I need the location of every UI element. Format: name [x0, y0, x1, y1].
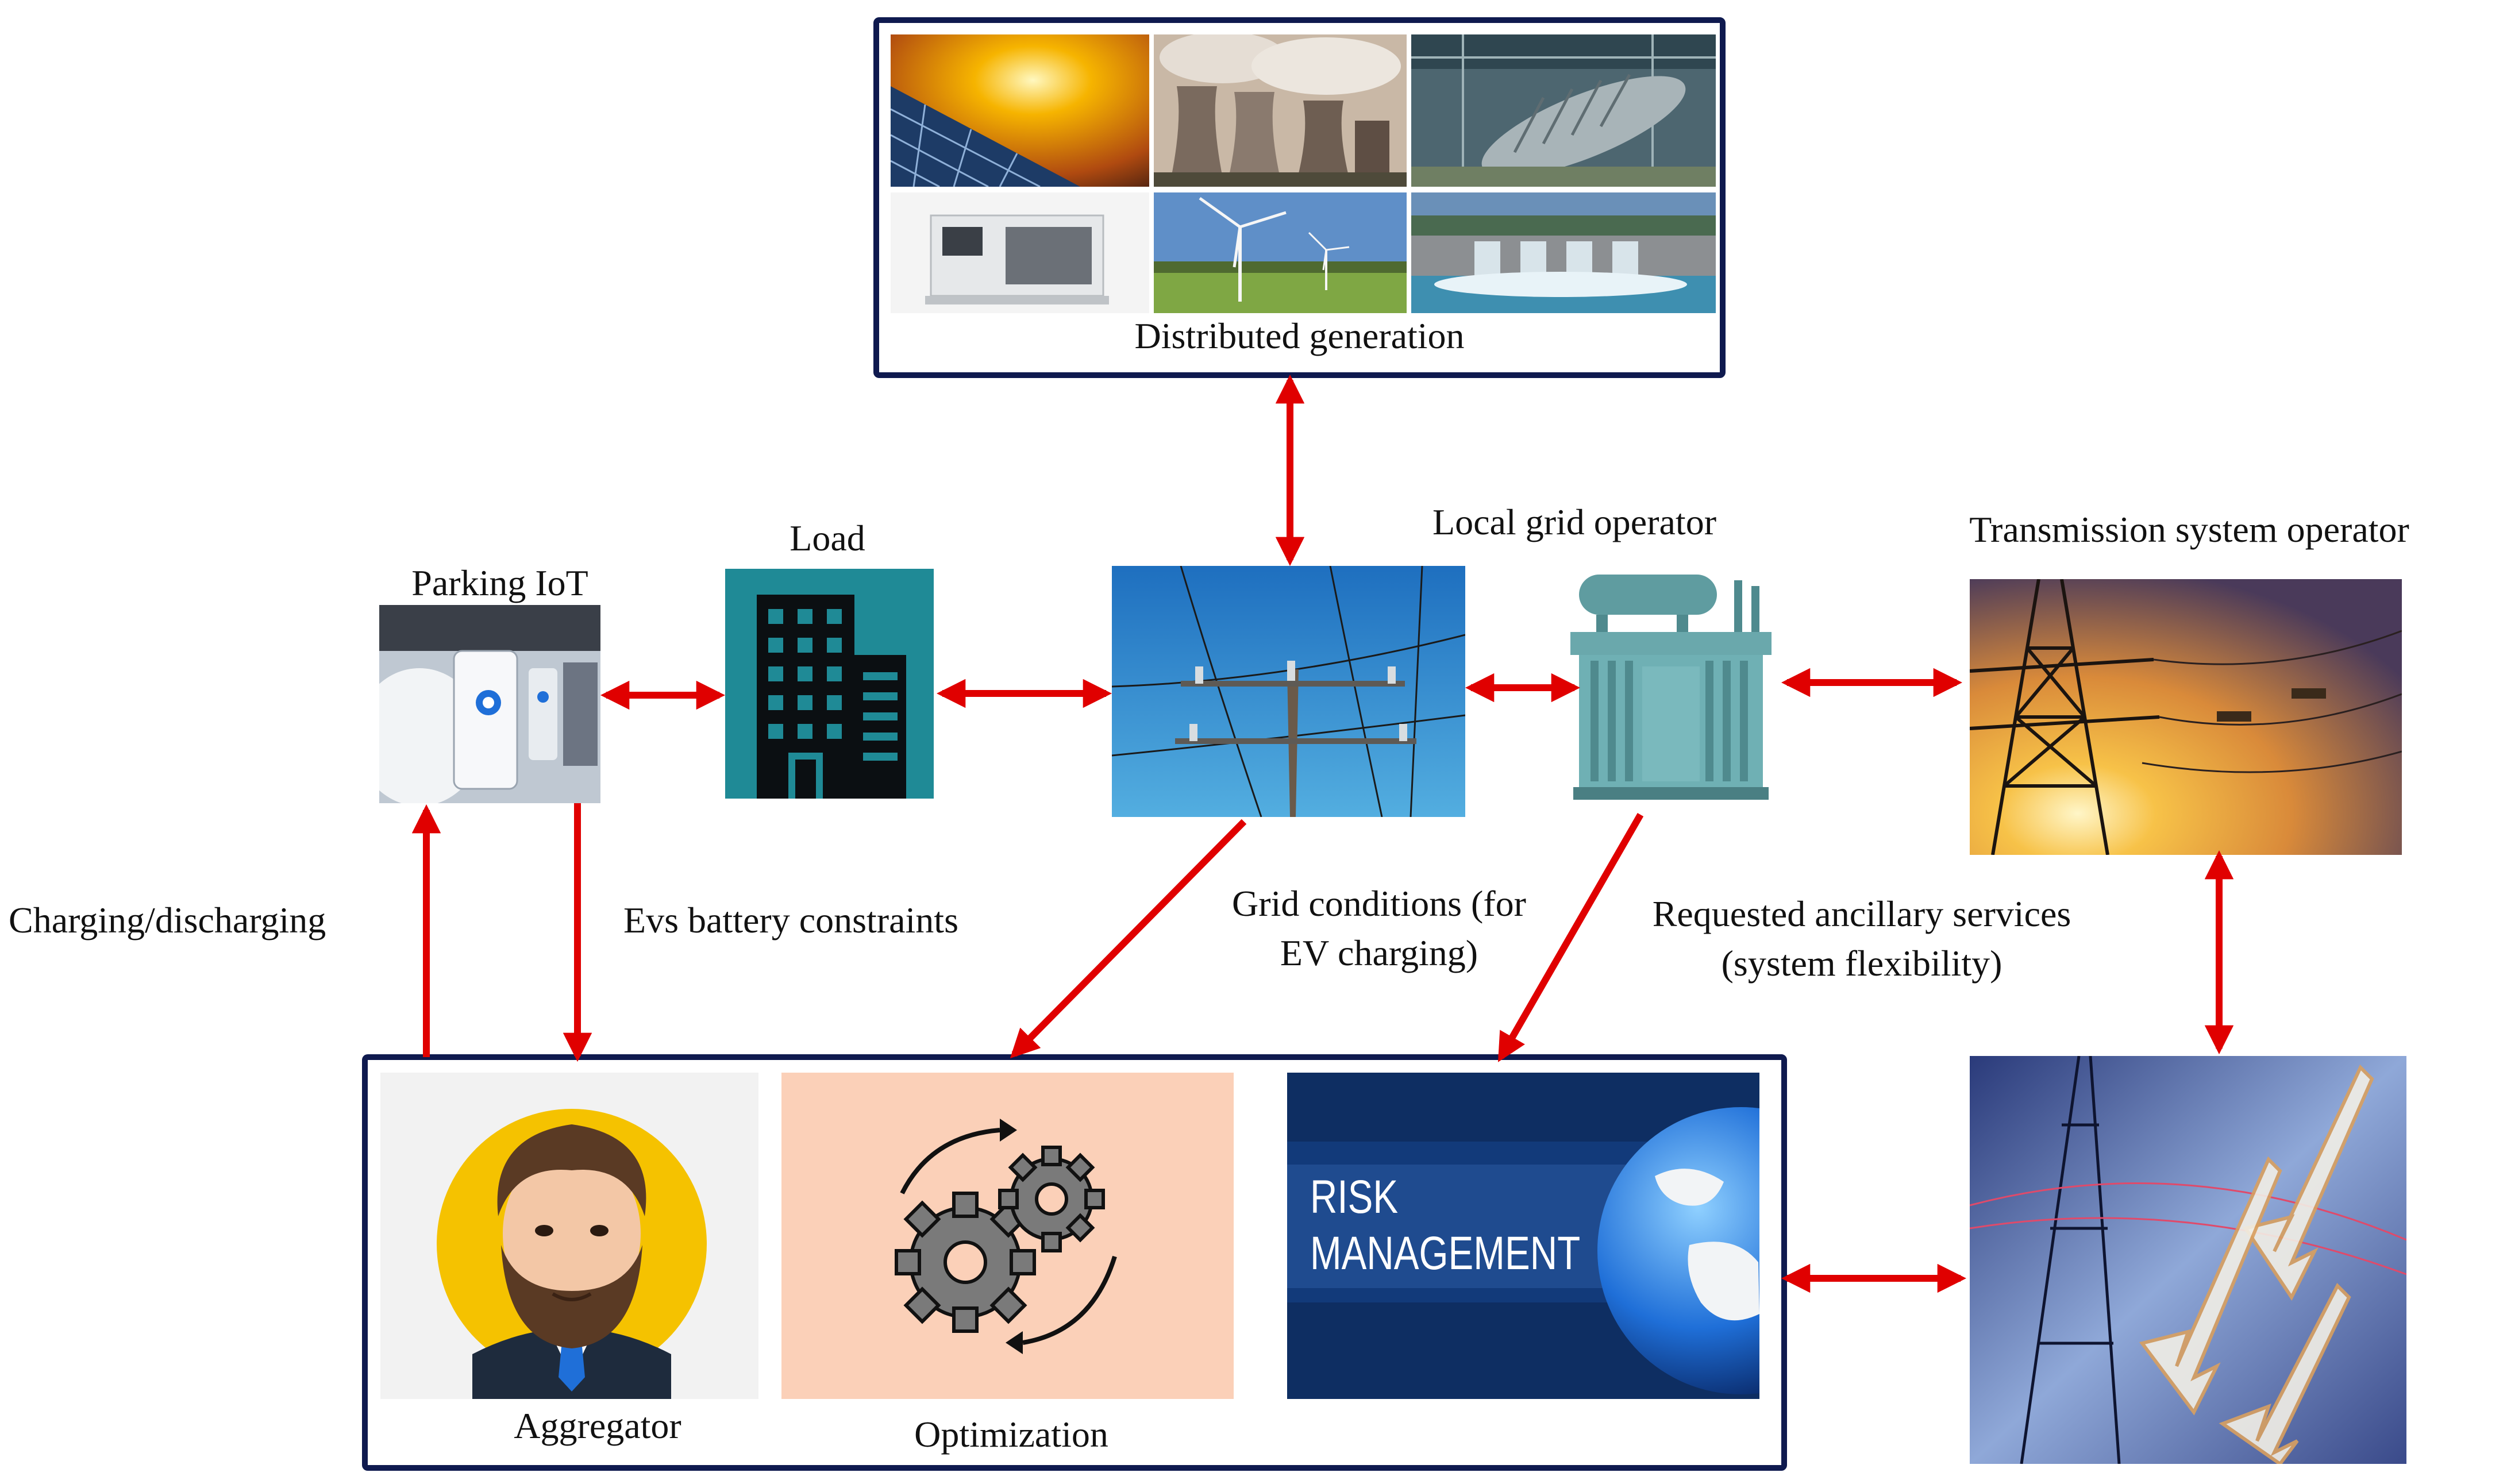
building-icon: [725, 569, 934, 799]
battery-constraints-label: Evs battery constraints: [623, 900, 958, 940]
charging-discharging-label: Charging/discharging: [9, 900, 326, 940]
transmission-system-operator-label: Transmission system operator: [1969, 509, 2409, 550]
power-pole-icon: [1112, 566, 1465, 817]
local-grid-operator-label: Local grid operator: [1432, 502, 1716, 542]
wind-turbine-icon: [1154, 192, 1407, 313]
aggregator-label: Aggregator: [514, 1405, 681, 1446]
load-label: Load: [790, 518, 865, 558]
transformer-icon: [1562, 569, 1780, 810]
growth-arrows-icon: [1970, 1056, 2406, 1464]
grid-conditions-label: Grid conditions (for EV charging): [1161, 879, 1597, 978]
risk-management-image: RISK MANAGEMENT: [1287, 1073, 1759, 1399]
ancillary-services-line1: Requested ancillary services: [1652, 893, 2071, 934]
arrow-grid-conditions: [1010, 819, 1247, 1059]
aggregator-panel: RISK MANAGEMENT Aggregator Optimization: [362, 1054, 1787, 1471]
ancillary-services-label: Requested ancillary services (system fle…: [1597, 889, 2126, 988]
generator-icon: [891, 192, 1149, 313]
arrow-ancillary: [1497, 813, 1644, 1062]
solar-panel-icon: [891, 34, 1149, 187]
cooling-tower-icon: [1154, 34, 1407, 187]
ev-charger-icon: [379, 605, 600, 803]
dam-icon: [1411, 192, 1716, 313]
ancillary-services-line2: (system flexibility): [1721, 943, 2002, 984]
grid-conditions-line1: Grid conditions (for: [1232, 883, 1526, 924]
risk-label: RISK: [1310, 1171, 1399, 1223]
turbine-icon: [1411, 34, 1716, 187]
parking-iot-label: Parking IoT: [411, 562, 588, 603]
management-label: MANAGEMENT: [1310, 1227, 1581, 1279]
distributed-generation-panel: Distributed generation: [873, 17, 1726, 378]
grid-conditions-line2: EV charging): [1280, 932, 1478, 973]
pylon-icon: [1970, 579, 2402, 855]
gears-icon: [781, 1073, 1234, 1399]
optimization-label: Optimization: [914, 1414, 1108, 1455]
person-icon: [380, 1073, 758, 1399]
distributed-generation-label: Distributed generation: [1134, 315, 1465, 356]
